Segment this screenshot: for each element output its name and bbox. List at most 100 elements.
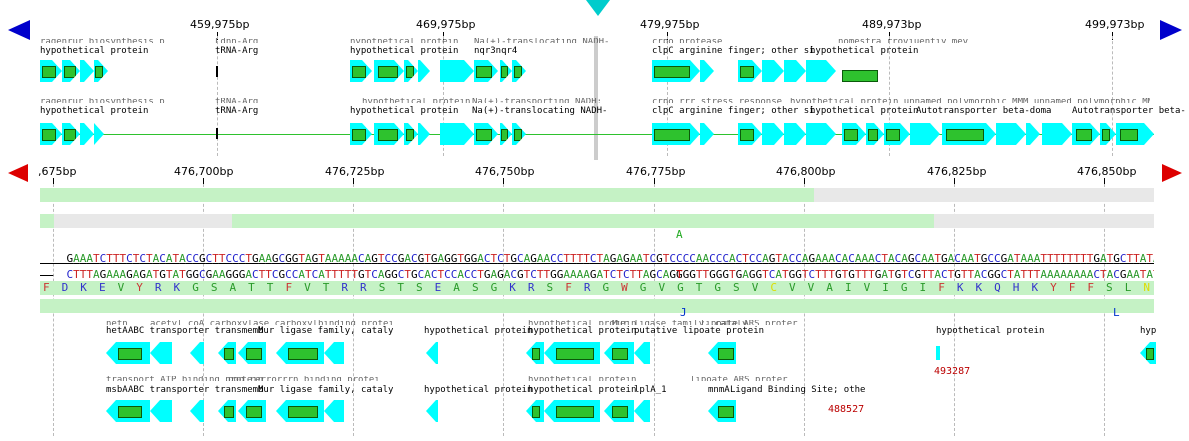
cds-feature[interactable] [150,400,172,422]
cds-feature[interactable] [218,400,236,422]
cds-feature[interactable] [94,60,108,82]
gene-label[interactable]: hypothetical protein [936,326,1045,336]
cds-feature[interactable] [474,60,498,82]
cds-feature[interactable] [806,123,836,145]
cds-feature[interactable] [62,60,80,82]
cds-feature[interactable] [652,60,700,82]
cds-feature[interactable] [738,60,762,82]
cds-feature[interactable] [218,342,236,364]
gene-label[interactable]: Autotransporter beta- [1072,106,1186,116]
cds-feature[interactable] [350,123,372,145]
cds-feature[interactable] [652,123,700,145]
cds-feature[interactable] [526,342,544,364]
gene-label[interactable]: ABC transporter transmemb [128,385,264,395]
cds-feature[interactable] [80,60,94,82]
cds-feature[interactable] [700,123,714,145]
cds-feature[interactable] [324,400,344,422]
cds-feature[interactable] [404,60,418,82]
gene-label[interactable]: Ligand Binding Site; othe [730,385,866,395]
cds-feature[interactable] [544,400,600,422]
gene-label[interactable]: tRNA-Arg [215,46,259,56]
cds-feature[interactable] [500,123,512,145]
cds-feature[interactable] [1100,123,1116,145]
gene-label[interactable]: hyp [1140,326,1157,336]
cds-feature[interactable] [1140,342,1156,364]
cds-feature[interactable] [106,342,150,364]
cds-feature[interactable] [150,342,172,364]
cds-feature[interactable] [426,342,438,364]
gene-label[interactable]: Na(+)-translocating NADH- [472,106,608,116]
cds-feature[interactable] [276,400,324,422]
nav-left-blue-icon[interactable] [8,20,30,40]
gene-label[interactable]: lplA_1 [634,385,667,395]
gene-label[interactable]: hypothetical protein [424,385,533,395]
cds-feature[interactable] [94,123,104,145]
nav-right-blue-icon[interactable] [1160,20,1182,40]
nav-left-red-icon[interactable] [8,164,28,182]
gene-label[interactable]: hypothetical protein [350,46,459,56]
trna-feature[interactable] [216,128,218,139]
cds-feature[interactable] [500,60,512,82]
cds-feature[interactable] [1026,123,1040,145]
cds-feature[interactable] [738,123,762,145]
gene-label[interactable]: clpC arginine finger; other si [652,46,815,56]
cds-feature[interactable] [936,346,940,360]
gene-label[interactable]: msbA [106,385,128,395]
forward-strand[interactable]: GAAATCTTTCTCTACATACCGCTTCCCTGAAGCGGTAGTA… [66,252,1155,265]
reverse-strand[interactable]: CTTTAGAAAGAGATGTATGGCGAAGGGACTTCGCCATCAT… [66,268,1155,281]
cds-feature[interactable] [996,123,1026,145]
cds-feature[interactable] [1116,123,1154,145]
cds-feature[interactable] [604,400,634,422]
gene-label[interactable]: tRNA-Arg [215,106,259,116]
cds-feature[interactable] [784,123,806,145]
cds-feature[interactable] [62,123,80,145]
cds-feature[interactable] [544,342,600,364]
cds-feature[interactable] [512,123,526,145]
cds-feature[interactable] [842,123,866,145]
gene-label[interactable]: ABC transporter transmemb [128,326,264,336]
cds-feature[interactable] [762,60,784,82]
cds-feature[interactable] [440,60,474,82]
cds-feature[interactable] [106,400,150,422]
cds-feature[interactable] [634,342,650,364]
nav-right-red-icon[interactable] [1162,164,1182,182]
cds-feature[interactable] [238,342,266,364]
cds-feature[interactable] [404,123,418,145]
cds-feature[interactable] [80,123,94,145]
gene-label[interactable]: mnmA [708,385,730,395]
cds-feature[interactable] [784,60,806,82]
gene-label[interactable]: hypothetical protein [424,326,533,336]
gene-label[interactable]: hetA [106,326,128,336]
cds-feature[interactable] [910,123,940,145]
cds-feature[interactable] [190,400,204,422]
cds-feature[interactable] [426,400,438,422]
cds-feature[interactable] [634,400,650,422]
cds-feature[interactable] [40,60,62,82]
cds-feature[interactable] [708,342,736,364]
gene-label[interactable]: nqr3nqr4 [474,46,518,56]
cds-feature[interactable] [604,342,634,364]
cds-feature[interactable] [276,342,324,364]
gene-feature[interactable] [842,70,878,82]
cds-feature[interactable] [1072,123,1100,145]
cds-feature[interactable] [708,400,736,422]
cds-feature[interactable] [440,123,474,145]
gene-label[interactable]: hypothetical protein [40,46,149,56]
cds-feature[interactable] [474,123,498,145]
gene-label[interactable]: hypothetical protein [810,46,919,56]
gene-label[interactable]: hypothetical protein [528,385,637,395]
cds-feature[interactable] [866,123,884,145]
cds-feature[interactable] [942,123,996,145]
cds-feature[interactable] [418,60,430,82]
cds-feature[interactable] [40,123,62,145]
trna-feature[interactable] [216,66,218,77]
position-cursor-icon[interactable] [586,0,610,16]
cds-feature[interactable] [190,342,204,364]
gene-label[interactable]: clpC arginine finger; other si [652,106,815,116]
gene-label[interactable]: Mur ligase family, cataly [258,385,394,395]
cds-feature[interactable] [512,60,526,82]
cds-feature[interactable] [324,342,344,364]
cds-feature[interactable] [526,400,544,422]
gene-label[interactable]: hypothetical protein [528,326,637,336]
cds-feature[interactable] [762,123,784,145]
